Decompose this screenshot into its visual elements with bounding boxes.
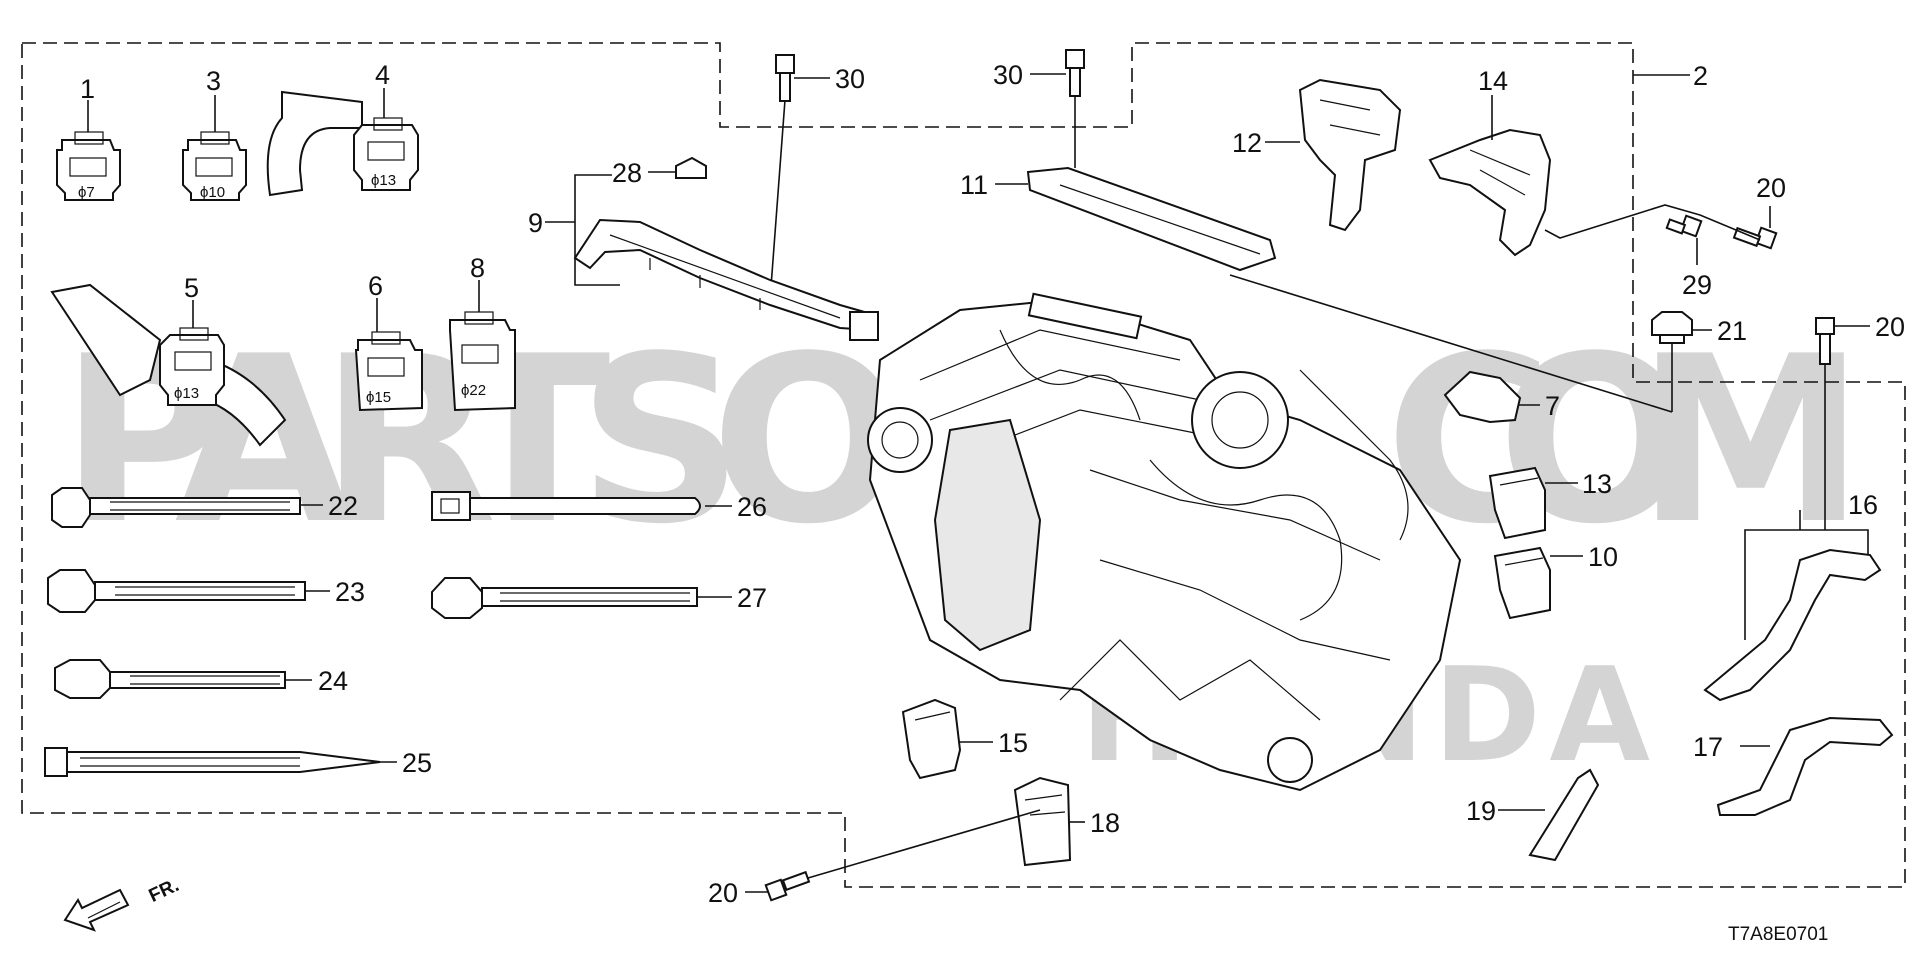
callout-29: 29 — [1682, 270, 1712, 300]
band-clip-22[interactable] — [51, 487, 301, 528]
callout-22: 22 — [328, 491, 358, 521]
cover-7[interactable] — [1443, 370, 1522, 424]
callout-18: 18 — [1090, 808, 1120, 838]
diameter-label-8: ϕ22 — [461, 382, 486, 399]
connector-4[interactable]: ϕ13 — [266, 90, 419, 197]
callout-25: 25 — [402, 748, 432, 778]
harness-bracket-11[interactable] — [1026, 166, 1277, 272]
callout-24: 24 — [318, 666, 348, 696]
diagram-code: T7A8E0701 — [1728, 924, 1828, 945]
callout-30-right: 30 — [993, 60, 1023, 90]
callout-30-left: 30 — [835, 64, 865, 94]
callout-20-bottom: 20 — [708, 878, 738, 908]
callout-6: 6 — [368, 271, 383, 301]
assembly-boundary — [21, 42, 1906, 888]
callout-15: 15 — [998, 728, 1028, 758]
diameter-label-4: ϕ13 — [371, 172, 396, 189]
front-label: FR. — [146, 875, 183, 907]
callout-27: 27 — [737, 583, 767, 613]
catalytic-converter — [933, 418, 1042, 652]
callout-9: 9 — [528, 208, 543, 238]
callout-2: 2 — [1693, 61, 1708, 91]
callout-10: 10 — [1588, 542, 1618, 572]
callout-26: 26 — [737, 492, 767, 522]
harness-bracket-16[interactable] — [1703, 548, 1882, 702]
callout-28: 28 — [612, 158, 642, 188]
diameter-label-1: ϕ7 — [78, 184, 95, 201]
callout-20-upper: 20 — [1756, 173, 1786, 203]
callout-13: 13 — [1582, 469, 1612, 499]
band-clip-27[interactable] — [431, 577, 698, 619]
diameter-label-6: ϕ15 — [366, 389, 391, 406]
cable-tie-25[interactable] — [44, 747, 381, 777]
cover-18[interactable] — [1013, 776, 1072, 867]
diameter-label-3: ϕ10 — [200, 184, 225, 201]
connector-1[interactable]: ϕ7 — [56, 131, 121, 201]
cover-15[interactable] — [901, 698, 962, 780]
callout-5: 5 — [184, 273, 199, 303]
callout-16: 16 — [1848, 490, 1878, 520]
callout-19: 19 — [1466, 796, 1496, 826]
cover-10[interactable] — [1493, 546, 1551, 620]
callout-21: 21 — [1717, 316, 1747, 346]
harness-bracket-9[interactable] — [573, 218, 879, 341]
band-clip-24[interactable] — [54, 659, 286, 699]
bolt-30-left[interactable] — [775, 54, 795, 102]
arrow-front-icon — [63, 888, 130, 932]
connector-5[interactable]: ϕ13 — [50, 283, 287, 447]
callout-7: 7 — [1545, 391, 1560, 421]
front-direction-indicator: FR. — [63, 875, 183, 932]
connector-6[interactable]: ϕ15 — [354, 331, 423, 412]
nut-21[interactable] — [1651, 311, 1693, 344]
callout-17: 17 — [1693, 732, 1723, 762]
connector-8[interactable]: ϕ22 — [449, 311, 516, 412]
harness-bracket-12[interactable] — [1298, 78, 1402, 232]
clip-19[interactable] — [1528, 768, 1600, 862]
callout-1: 1 — [80, 74, 95, 104]
bolt-20-right[interactable] — [1815, 317, 1835, 365]
callout-4: 4 — [375, 60, 390, 90]
harness-bracket-17[interactable] — [1716, 716, 1894, 816]
grommet-28[interactable] — [675, 156, 707, 179]
bolt-20-bottom[interactable] — [764, 870, 811, 902]
callout-20-right: 20 — [1875, 312, 1905, 342]
callout-8: 8 — [470, 253, 485, 283]
cover-13[interactable] — [1488, 466, 1546, 540]
callout-3: 3 — [206, 66, 221, 96]
connector-3[interactable]: ϕ10 — [182, 131, 247, 201]
engine-assembly — [867, 292, 1462, 792]
callout-12: 12 — [1232, 128, 1262, 158]
callout-14: 14 — [1478, 66, 1508, 96]
cable-tie-26[interactable] — [431, 491, 701, 521]
band-clip-23[interactable] — [47, 569, 306, 613]
callout-11: 11 — [960, 170, 988, 200]
bolt-29[interactable] — [1665, 214, 1703, 238]
diameter-label-5: ϕ13 — [174, 385, 199, 402]
watermark-text-right: COM — [1385, 308, 1865, 575]
callout-23: 23 — [335, 577, 365, 607]
bolt-30-right[interactable] — [1065, 49, 1085, 97]
harness-bracket-14[interactable] — [1428, 128, 1552, 257]
